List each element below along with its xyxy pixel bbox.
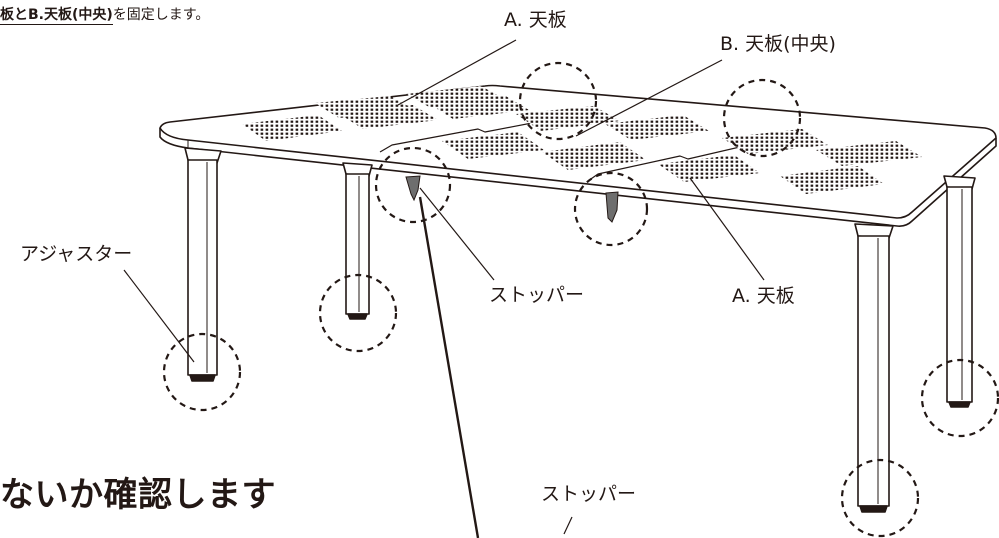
label-top-a-upper: A. 天板 bbox=[504, 9, 567, 31]
highlight-circles bbox=[162, 61, 999, 538]
label-adjuster: アジャスター bbox=[20, 243, 133, 265]
table-legs bbox=[184, 147, 976, 513]
stoppers bbox=[405, 175, 619, 223]
label-top-b-center: B. 天板(中央) bbox=[720, 33, 836, 55]
instruction-part-1: 板と bbox=[0, 7, 28, 25]
instruction-text: 板とB.天板(中央)を固定します。 bbox=[0, 7, 210, 25]
instruction-part-3: を固定します。 bbox=[112, 7, 210, 23]
perforated-panels bbox=[242, 86, 922, 194]
label-stopper-mid: ストッパー bbox=[489, 284, 585, 306]
label-stopper-bottom: ストッパー bbox=[541, 483, 637, 505]
section-heading: ないか確認します bbox=[0, 475, 276, 515]
label-top-a-lower: A. 天板 bbox=[732, 285, 795, 307]
leader-lines bbox=[123, 39, 765, 538]
instruction-part-2: B.天板(中央) bbox=[28, 7, 113, 25]
